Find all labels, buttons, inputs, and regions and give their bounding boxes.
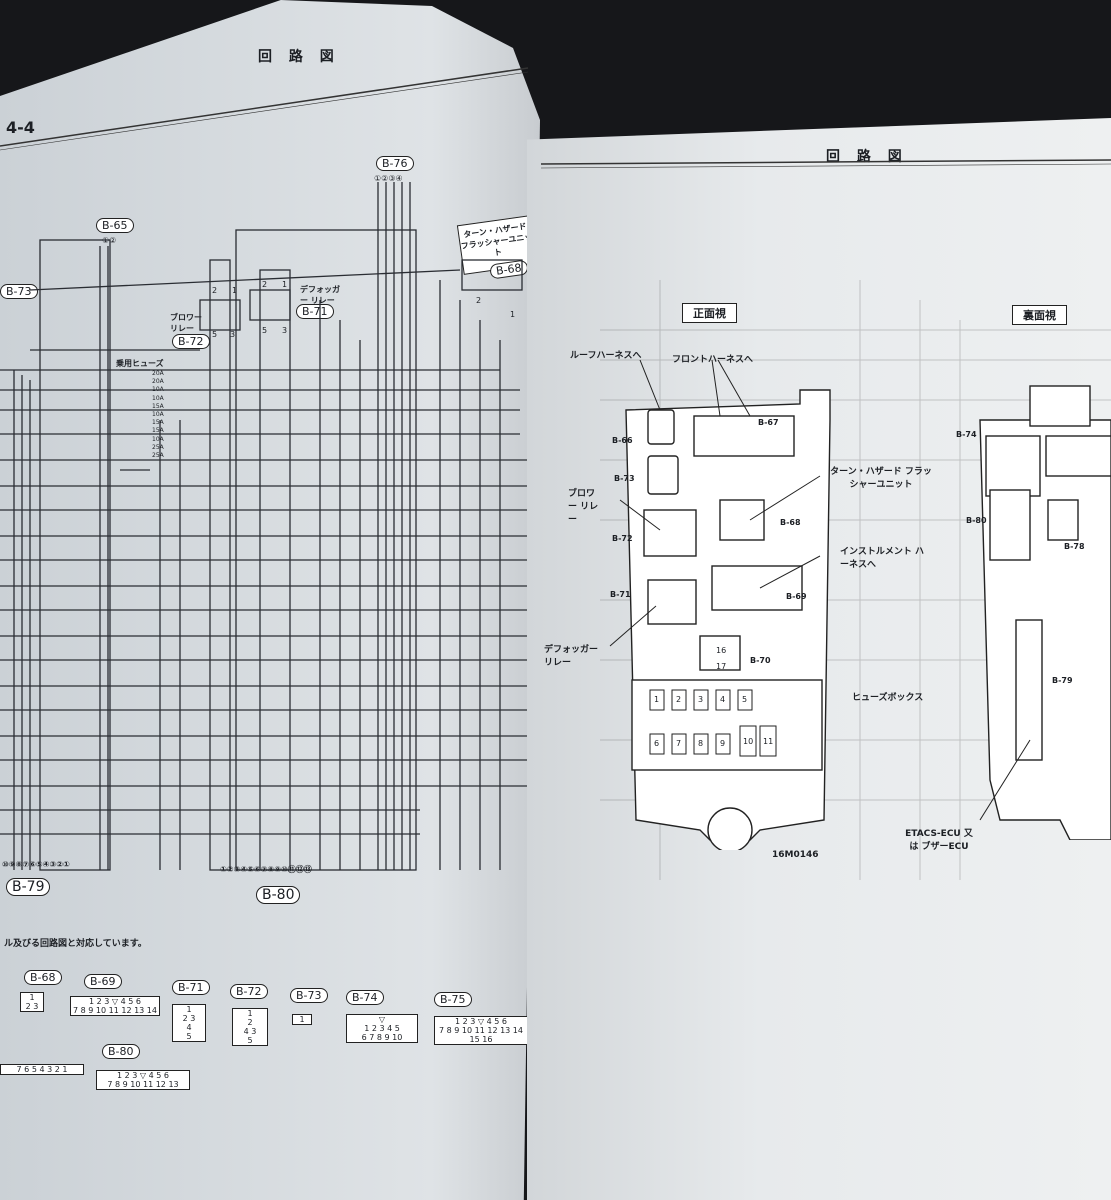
roof-harness-label: ルーフハーネスへ bbox=[570, 351, 642, 361]
fuse-10: 25A bbox=[152, 443, 164, 451]
legend-b68-tag: B-68 bbox=[24, 970, 62, 985]
fuse-cell-7: 7 bbox=[676, 739, 682, 748]
fuse-9: 10A bbox=[152, 435, 164, 443]
legend-leftover-pins: 7 6 5 4 3 2 1 bbox=[0, 1064, 84, 1075]
fuse-cell-6: 6 bbox=[654, 739, 660, 748]
blower-relay-pin-1: 1 bbox=[232, 286, 238, 295]
etacs-ecu-label: ETACS-ECU 又は ブザーECU bbox=[905, 829, 973, 852]
b80-pins: ①②③④⑤⑥⑦⑧⑨⑩⑪⑫⑬ bbox=[220, 865, 312, 874]
flasher-pin-1: 1 bbox=[510, 310, 516, 319]
legend-b75-tag: B-75 bbox=[434, 992, 472, 1007]
connector-b65: B-65 bbox=[96, 218, 134, 233]
left-note-text: ル及びる回路図と対応しています。 bbox=[4, 939, 147, 949]
rear-view-drawing bbox=[979, 385, 1111, 840]
fuse-2: 20A bbox=[152, 378, 164, 386]
fuse-8: 15A bbox=[152, 427, 164, 435]
wiring-diagram bbox=[0, 182, 530, 871]
front-connector-b71: B-71 bbox=[610, 590, 631, 599]
fuse-group-label: 乗用ヒューズ bbox=[116, 359, 164, 368]
turn-hazard-label: ターン・ハザード フラッシャーユニット bbox=[830, 467, 932, 490]
fuse-cell-4: 4 bbox=[720, 695, 726, 704]
connector-b80: B-80 bbox=[256, 886, 301, 904]
right-blower-relay-label: ブロワー リレー bbox=[568, 489, 599, 525]
legend-b71-tag: B-71 bbox=[172, 980, 210, 995]
fuse-cell-8: 8 bbox=[698, 739, 704, 748]
rear-connector-b80: B-80 bbox=[966, 516, 987, 525]
fuse-6: 10A bbox=[152, 411, 164, 419]
front-view-label: 正面視 bbox=[682, 303, 737, 323]
defogger-relay-pin-2: 2 bbox=[262, 280, 268, 289]
front-connector-b72: B-72 bbox=[612, 534, 633, 543]
connector-b76: B-76 bbox=[376, 156, 414, 171]
fuse-list: 20A 20A 10A 10A 15A 10A 15A 15A 10A 25A … bbox=[152, 370, 164, 460]
rear-view-label: 裏面視 bbox=[1012, 305, 1067, 325]
b79-pins: ⑩⑨⑧⑦⑥⑤④③②① bbox=[2, 860, 70, 869]
rear-connector-b79: B-79 bbox=[1052, 676, 1073, 685]
front-connector-b73: B-73 bbox=[614, 474, 635, 483]
fuse-cell-3: 3 bbox=[698, 695, 704, 704]
blower-relay-pin-3: 3 bbox=[230, 330, 236, 339]
front-connector-b70: B-70 bbox=[750, 656, 771, 665]
rear-connector-b78: B-78 bbox=[1064, 542, 1085, 551]
fuse-cell-5: 5 bbox=[742, 695, 748, 704]
front-connector-b67: B-67 bbox=[758, 418, 779, 427]
connector-b71: B-71 bbox=[296, 304, 334, 319]
section-number: 4-4 bbox=[6, 118, 35, 137]
connector-b73-side: B-73 bbox=[0, 284, 38, 299]
legend-b72-tag: B-72 bbox=[230, 984, 268, 999]
fuse-7: 15A bbox=[152, 419, 164, 427]
front-connector-b66: B-66 bbox=[612, 436, 633, 445]
legend-b74-tag: B-74 bbox=[346, 990, 384, 1005]
fuse-cell-9: 9 bbox=[720, 739, 726, 748]
relay-cell-16: 16 bbox=[716, 646, 727, 655]
front-view-drawing bbox=[609, 360, 831, 850]
fuse-box-label: ヒューズボックス bbox=[852, 693, 924, 703]
right-header-rule bbox=[540, 159, 1111, 169]
legend-b80-tag: B-80 bbox=[102, 1044, 140, 1059]
fuse-11: 25A bbox=[152, 452, 164, 460]
front-harness-label: フロントハーネスへ bbox=[672, 355, 754, 365]
connector-b79: B-79 bbox=[6, 878, 51, 896]
fuse-4: 10A bbox=[152, 394, 164, 402]
defogger-relay-pin-1: 1 bbox=[282, 280, 288, 289]
right-defogger-relay-label: デフォッガー リレー bbox=[544, 645, 599, 668]
instrument-harness-label: インストルメント ハーネスへ bbox=[840, 547, 924, 570]
defogger-relay-pin-5: 5 bbox=[262, 326, 268, 335]
fuse-cell-11: 11 bbox=[763, 737, 774, 746]
connector-b72: B-72 bbox=[172, 334, 210, 349]
legend-b73-tag: B-73 bbox=[290, 988, 328, 1003]
b76-pins: ①②③④ bbox=[374, 174, 403, 183]
legend-b73-pins: 1 bbox=[292, 1014, 312, 1025]
blower-relay-label: ブロワー リレー bbox=[170, 313, 202, 333]
fuse-cell-2: 2 bbox=[676, 695, 682, 704]
flasher-pin-2: 2 bbox=[476, 296, 482, 305]
relay-cell-17: 17 bbox=[716, 662, 727, 671]
fuse-cell-10: 10 bbox=[743, 737, 754, 746]
fuse-cell-1: 1 bbox=[654, 695, 660, 704]
front-connector-b69: B-69 bbox=[786, 592, 807, 601]
fuse-1: 20A bbox=[152, 370, 164, 377]
left-header-rule bbox=[0, 67, 529, 151]
left-header-title: 回 路 図 bbox=[258, 49, 340, 65]
defogger-relay-label: デフォッガー リレー bbox=[300, 285, 340, 305]
defogger-relay-pin-3: 3 bbox=[282, 326, 288, 335]
fuse-5: 15A bbox=[152, 402, 164, 410]
front-connector-b68: B-68 bbox=[780, 518, 801, 527]
figure-code: 16M0146 bbox=[772, 850, 819, 860]
legend-b69-tag: B-69 bbox=[84, 974, 122, 989]
blower-relay-pin-2: 2 bbox=[212, 286, 218, 295]
blower-relay-pin-5: 5 bbox=[212, 330, 218, 339]
rear-connector-b74: B-74 bbox=[956, 430, 977, 439]
